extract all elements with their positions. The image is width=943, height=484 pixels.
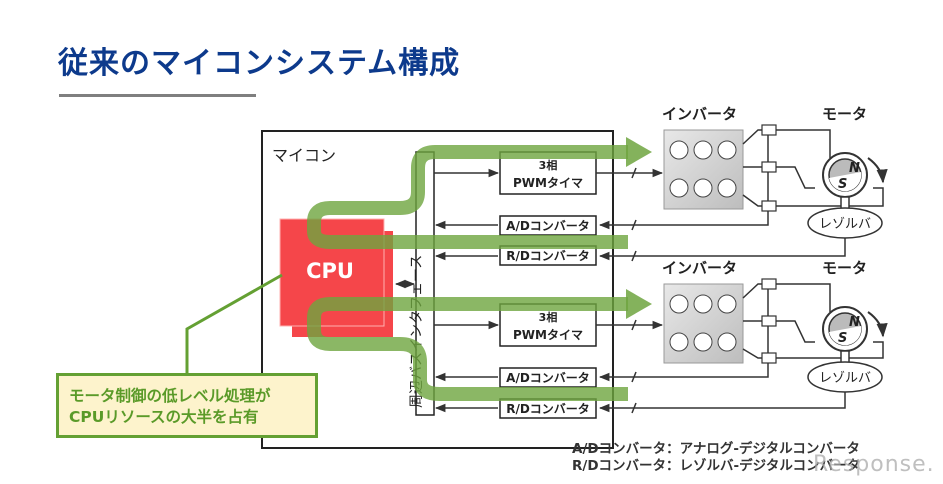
flow-arrow-1-out [307,145,628,249]
motor-1-south: S [838,177,847,192]
rd-converter-1-label: R/Dコンバータ [506,249,590,263]
power-stage-1: インバータ モータ N S レゾルバ [662,105,888,239]
external-signals [596,167,846,414]
power-stage-2: インバータ モータ N S レゾルバ [662,259,888,393]
footnote-ad: A/Dコンバータ：アナログ-デジタルコンバータ [572,441,860,457]
inverter-2-label: インバータ [662,259,737,277]
microcontroller-label: マイコン [272,146,336,165]
flow-arrowhead-2 [626,289,652,319]
internal-signals [434,168,500,413]
flow-arrowhead-1 [626,137,652,167]
resolver-1 [807,207,883,239]
resolver-2-label: レゾルバ [819,371,871,386]
cpu-label: CPU [306,259,354,283]
page-title: 従来のマイコンシステム構成 [58,46,461,81]
footnotes: A/Dコンバータ：アナログ-デジタルコンバータ R/Dコンバータ：レゾルバ-デジ… [572,441,860,475]
resolver-2 [807,361,883,393]
title-underline [59,94,256,97]
pwm-timer-2-line1: 3相 [539,310,558,324]
motor-1-north: N [849,161,860,176]
motor-1: N S [822,152,888,210]
callout-line-1: モータ制御の低レベル処理が [69,387,271,405]
motor-2-south: S [838,331,847,346]
microcontroller-box [261,130,614,449]
watermark-logo: Response. [813,452,935,477]
rd-converter-2-label: R/Dコンバータ [506,402,590,416]
footnote-rd: R/Dコンバータ：レゾルバ-デジタルコンバータ [572,458,861,474]
motor-2: N S [822,306,888,364]
inverter-1-label: インバータ [662,105,737,123]
ad-converter-2-label: A/Dコンバータ [506,371,590,385]
pwm-timer-2-line2: PWMタイマ [513,328,583,342]
resolver-1-label: レゾルバ [819,217,871,232]
motor-2-north: N [849,315,860,330]
flow-arrows [307,145,628,401]
callout-box: モータ制御の低レベル処理が CPUリソースの大半を占有 [56,373,318,438]
ad-converter-1-label: A/Dコンバータ [506,219,590,233]
motor-2-label: モータ [822,259,867,277]
flow-arrow-2-out [307,297,628,401]
callout-line-2: CPUリソースの大半を占有 [69,408,259,426]
pwm-timer-1-line1: 3相 [539,158,558,172]
motor-1-label: モータ [822,105,867,123]
callout-connector [185,273,283,375]
pwm-timer-1-line2: PWMタイマ [513,176,583,190]
